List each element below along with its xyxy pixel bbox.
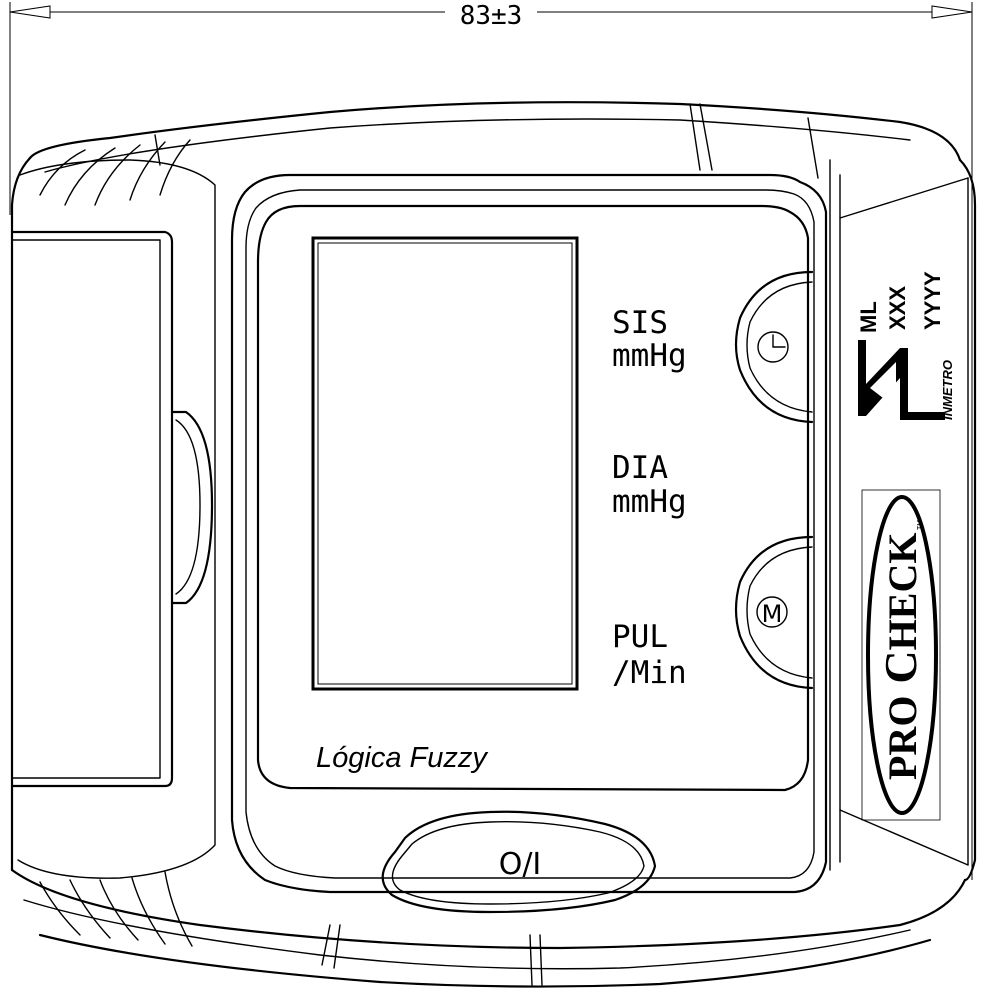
memory-icon: M xyxy=(756,596,788,628)
clock-button[interactable] xyxy=(734,270,814,424)
cuff-panel xyxy=(10,230,214,788)
lcd-inner xyxy=(317,242,573,685)
dimension-line: 83±3 xyxy=(9,0,973,880)
inmetro-logo-icon xyxy=(858,340,945,420)
cert-line-ml: ML xyxy=(856,301,881,333)
dimension-arrow-left xyxy=(9,5,51,19)
dimension-arrow-right xyxy=(931,5,973,19)
clock-icon xyxy=(757,331,789,363)
lcd-screen xyxy=(311,236,579,691)
label-pul-unit: /Min xyxy=(612,655,687,691)
cert-inmetro: INMETRO xyxy=(940,360,955,420)
cert-line-yyyy: YYYY xyxy=(920,271,945,330)
lcd-frame xyxy=(311,236,579,691)
svg-text:PROCHECK: PRO CHECK xyxy=(875,533,926,780)
dimension-label-bg xyxy=(445,0,537,28)
memory-glyph: M xyxy=(762,600,783,628)
label-dia: DIA xyxy=(612,450,668,486)
label-dia-unit: mmHg xyxy=(612,484,687,520)
certification-mark: ML XXX YYYY INMETRO xyxy=(856,271,955,420)
procheck-logo: PRO CHECK TM xyxy=(861,489,941,821)
reading-labels: SIS mmHg DIA mmHg PUL /Min xyxy=(612,305,687,691)
logo-frame xyxy=(861,489,941,821)
label-pul: PUL xyxy=(612,619,668,655)
housing xyxy=(10,101,977,988)
memory-button[interactable]: M xyxy=(734,535,814,690)
logo-check-c: C xyxy=(875,650,926,683)
logo-ellipse xyxy=(866,495,938,815)
logo-pro: PRO xyxy=(880,696,925,780)
label-sis-unit: mmHg xyxy=(612,338,687,374)
label-sis: SIS xyxy=(612,305,668,341)
logo-trademark: TM xyxy=(917,520,924,530)
power-button[interactable]: O/I xyxy=(381,810,657,914)
dimension-label: 83±3 xyxy=(460,1,523,31)
brand-text: Lógica Fuzzy xyxy=(316,742,488,774)
cert-line-xxx: XXX xyxy=(885,286,910,330)
logo-check-rest: HECK xyxy=(880,533,925,651)
face-panel xyxy=(230,173,828,894)
power-label: O/I xyxy=(499,847,542,882)
